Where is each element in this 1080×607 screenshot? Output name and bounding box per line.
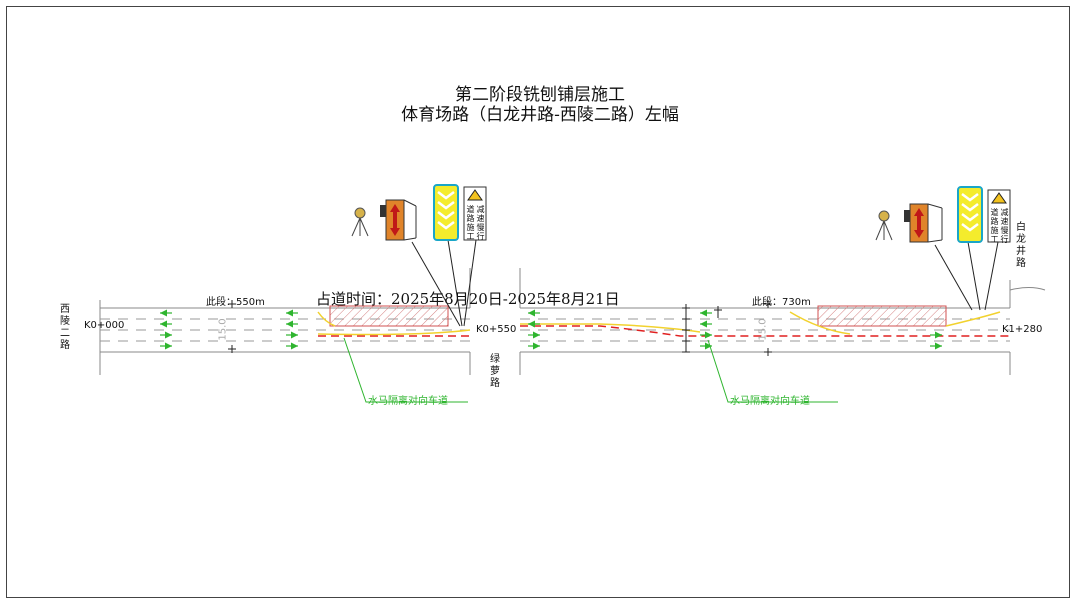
station-end: K1+280 [1002,324,1043,335]
warning-sign-icon [463,186,487,241]
barrier-leaders [343,337,838,403]
work-zone-1 [329,305,449,327]
lane-width-1: 15.0 [217,318,229,341]
warning-light-icon [351,207,369,237]
segment-length-1: 此段：550m [206,297,265,308]
sign-text-construction-left: 道路施工 [466,205,475,241]
road-name-west: 西陵二路 [60,304,70,351]
barrier-note-1: 水马隔离对向车道 [368,396,448,407]
title-line1: 第二阶段铣刨铺层施工 [455,85,625,105]
arrow-board-icon [380,199,417,241]
dimension-ticks [228,300,772,356]
station-start: K0+000 [84,320,125,331]
warning-sign-icon [987,189,1011,243]
sign-group-left [351,184,487,241]
work-zone-2 [817,305,947,327]
station-mid: K0+550 [476,324,517,335]
lane-arrows [160,309,942,350]
sign-group-right [875,186,1011,243]
warning-light-icon [875,210,893,241]
sign-text-slow-right: 减速慢行 [1000,208,1009,244]
chevron-board-icon [433,184,459,241]
segment-length-2: 此段：730m [752,297,811,308]
drawing-frame [6,6,1070,598]
title-line2: 体育场路（白龙井路-西陵二路）左幅 [401,105,679,125]
arrow-board-icon [904,203,943,243]
chevron-board-icon [957,186,983,243]
sign-text-slow-left: 减速慢行 [476,205,485,241]
sign-text-construction-right: 道路施工 [990,208,999,244]
road-name-mid: 绿萝路 [490,354,500,389]
barrier-note-2: 水马隔离对向车道 [730,396,810,407]
lane-width-2: 15.0 [757,318,769,341]
center-line [317,311,1010,337]
sign-leaders [411,239,999,327]
road-name-east: 白龙井路 [1016,222,1026,269]
occupation-time: 占道时间：2025年8月20日-2025年8月21日 [316,290,620,308]
